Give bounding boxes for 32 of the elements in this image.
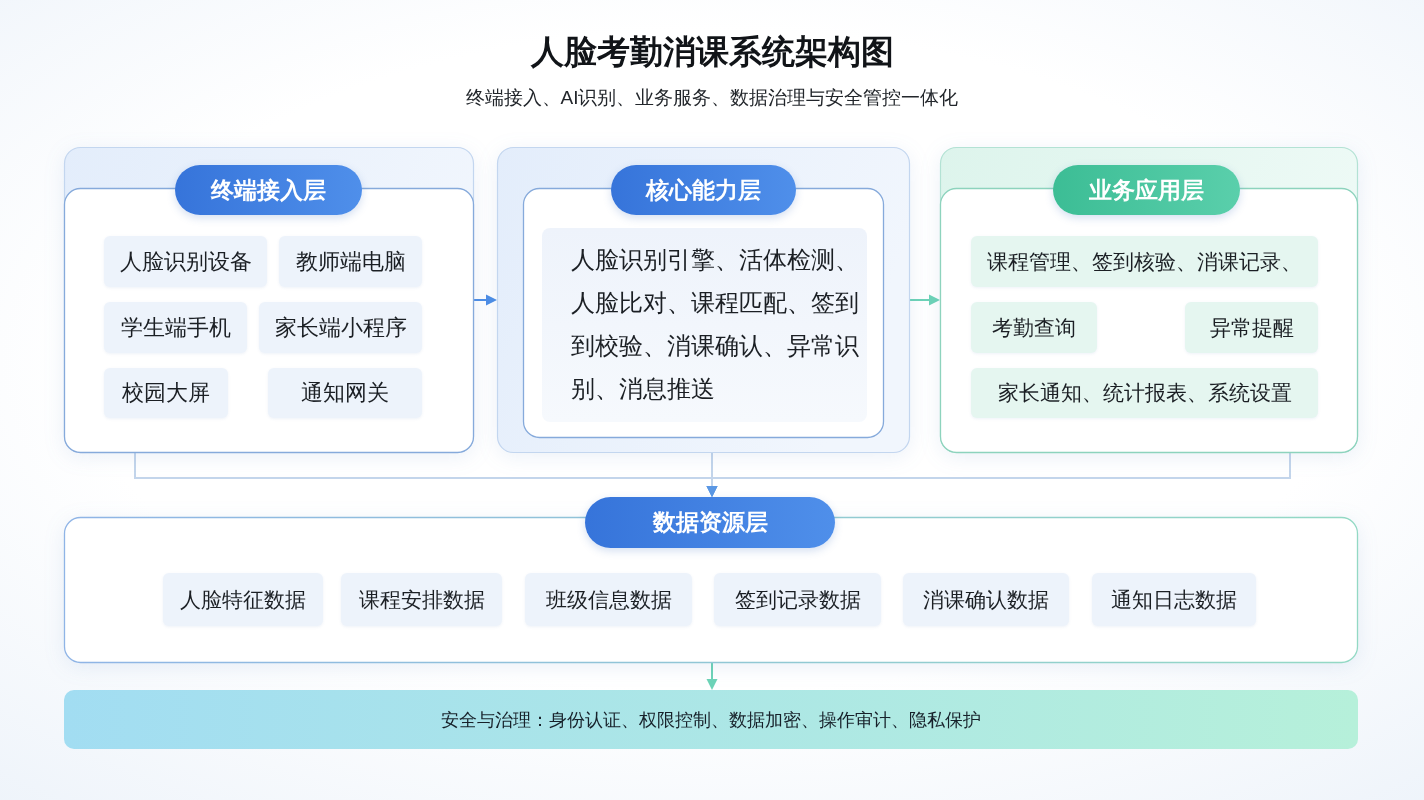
data-tile: 消课确认数据 xyxy=(903,573,1069,626)
arrow xyxy=(909,294,940,306)
feature-tile: 家长通知、统计报表、系统设置 xyxy=(971,368,1318,418)
layer-panel xyxy=(940,147,1358,453)
security-bar: 安全与治理：身份认证、权限控制、数据加密、操作审计、隐私保护 xyxy=(64,690,1358,749)
layer-title-pill: 终端接入层 xyxy=(175,165,362,215)
feature-tile: 考勤查询 xyxy=(971,302,1097,353)
capability-card: 人脸识别引擎、活体检测、人脸比对、课程匹配、签到到校验、消课确认、异常识别、消息推送 xyxy=(542,228,867,422)
layer-panel xyxy=(64,147,474,453)
device-tile: 家长端小程序 xyxy=(259,302,422,353)
data-tile: 班级信息数据 xyxy=(525,573,692,626)
device-tile: 教师端电脑 xyxy=(279,236,422,287)
device-tile: 人脸识别设备 xyxy=(104,236,267,287)
arrow xyxy=(473,294,497,306)
device-tile: 通知网关 xyxy=(268,368,422,418)
data-tile: 通知日志数据 xyxy=(1092,573,1256,626)
feature-tile: 课程管理、签到核验、消课记录、 xyxy=(971,236,1318,287)
data-tile: 课程安排数据 xyxy=(341,573,502,626)
data-tile: 人脸特征数据 xyxy=(163,573,323,626)
arrow xyxy=(706,452,1291,497)
device-tile: 校园大屏 xyxy=(104,368,228,418)
feature-tile: 异常提醒 xyxy=(1185,302,1318,353)
subtitle: 终端接入、AI识别、业务服务、数据治理与安全管控一体化 xyxy=(465,86,959,110)
device-tile: 学生端手机 xyxy=(104,302,247,353)
title: 人脸考勤消课系统架构图 xyxy=(530,32,894,72)
layer-title-pill: 核心能力层 xyxy=(611,165,796,215)
layer-title-pill: 数据资源层 xyxy=(585,497,835,548)
layer-title-pill: 业务应用层 xyxy=(1053,165,1240,215)
layer-panel xyxy=(497,147,910,453)
layer-panel xyxy=(64,497,1358,663)
data-tile: 签到记录数据 xyxy=(714,573,881,626)
arrow xyxy=(706,662,718,690)
